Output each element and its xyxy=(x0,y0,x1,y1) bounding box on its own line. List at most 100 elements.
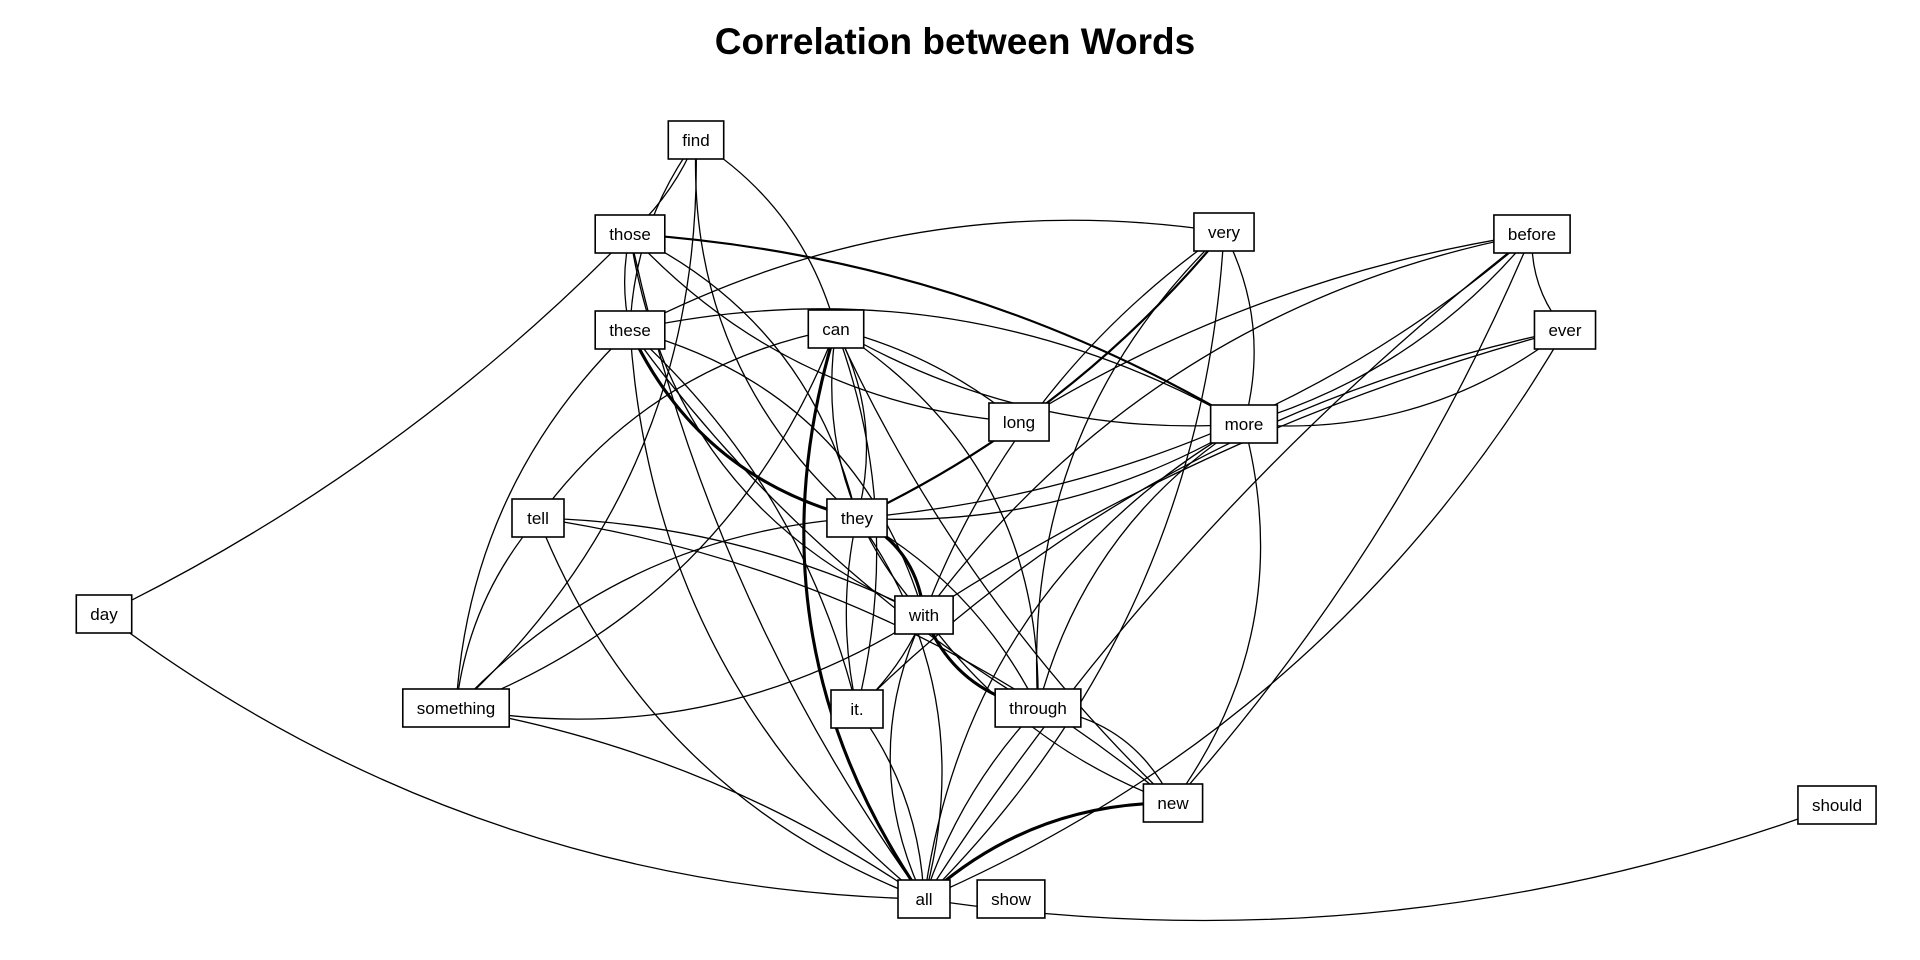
edge-before-they xyxy=(856,233,1533,519)
node-new: new xyxy=(1142,783,1204,823)
node-can: can xyxy=(807,309,865,349)
node-label-it: it. xyxy=(850,700,863,719)
edge-more-they xyxy=(856,423,1245,520)
node-label-find: find xyxy=(682,131,709,150)
edge-can-something xyxy=(455,328,837,709)
edge-these-more xyxy=(629,308,1245,425)
node-label-with: with xyxy=(908,606,939,625)
node-label-new: new xyxy=(1157,794,1189,813)
node-box-ever xyxy=(1533,310,1597,350)
edge-ever-all xyxy=(923,329,1566,900)
edge-those-all xyxy=(629,233,925,900)
edge-very-with xyxy=(923,231,1225,616)
edge-find-can xyxy=(695,139,837,330)
node-label-more: more xyxy=(1225,415,1264,434)
edge-more-through xyxy=(1037,423,1245,709)
node-box-very xyxy=(1193,212,1255,252)
edge-can-all xyxy=(802,328,926,900)
node-label-ever: ever xyxy=(1548,321,1581,340)
node-ever: ever xyxy=(1533,310,1597,350)
node-day: day xyxy=(75,594,133,634)
node-label-can: can xyxy=(822,320,849,339)
edge-those-long xyxy=(629,233,1020,423)
node-box-new xyxy=(1142,783,1204,823)
edge-with-new xyxy=(923,614,1174,804)
edge-those-with xyxy=(629,233,925,616)
edge-very-through xyxy=(1035,231,1225,709)
node-label-these: these xyxy=(609,321,651,340)
node-box-those xyxy=(594,214,666,254)
edge-can-they xyxy=(835,328,868,519)
node-it: it. xyxy=(830,689,884,729)
node-box-they xyxy=(826,498,888,538)
edge-before-new xyxy=(1172,233,1533,804)
edge-with-all xyxy=(889,614,925,900)
edge-more-all xyxy=(923,423,1245,900)
edge-before-with xyxy=(923,233,1533,616)
node-box-show xyxy=(976,879,1046,919)
node-these: these xyxy=(594,310,666,350)
node-box-it xyxy=(830,689,884,729)
node-box-tell xyxy=(511,498,565,538)
node-label-long: long xyxy=(1003,413,1035,432)
node-before: before xyxy=(1493,214,1571,254)
edge-day-all xyxy=(103,613,925,900)
node-label-before: before xyxy=(1508,225,1556,244)
node-layer: find those very before these can ever long more t… xyxy=(75,120,1877,919)
node-box-through xyxy=(994,688,1082,728)
node-very: very xyxy=(1193,212,1255,252)
node-label-show: show xyxy=(991,890,1031,909)
graph-title: Correlation between Words xyxy=(715,21,1195,62)
node-they: they xyxy=(826,498,888,538)
node-box-with xyxy=(894,595,954,635)
edge-ever-with xyxy=(923,329,1566,616)
edge-can-with xyxy=(831,328,925,616)
edge-very-they xyxy=(856,231,1225,519)
edge-these-through xyxy=(629,329,1039,709)
edge-something-all xyxy=(455,707,925,900)
node-box-can xyxy=(807,309,865,349)
node-label-all: all xyxy=(915,890,932,909)
node-label-they: they xyxy=(841,509,874,528)
edge-new-all xyxy=(922,801,1174,901)
node-box-these xyxy=(594,310,666,350)
edge-tell-with xyxy=(537,517,925,616)
node-label-day: day xyxy=(90,605,118,624)
edge-more-new xyxy=(1172,423,1262,804)
edge-can-through xyxy=(835,328,1039,709)
node-long: long xyxy=(988,402,1050,442)
edge-with-something xyxy=(455,614,925,720)
node-box-all xyxy=(897,879,951,919)
edge-these-very xyxy=(629,219,1225,331)
node-all: all xyxy=(897,879,951,919)
edge-it-all xyxy=(856,708,925,900)
node-box-something xyxy=(401,688,511,728)
edge-these-all xyxy=(629,329,925,900)
node-box-find xyxy=(667,120,725,160)
node-tell: tell xyxy=(511,498,565,538)
node-should: should xyxy=(1797,785,1877,825)
node-box-long xyxy=(988,402,1050,442)
edge-tell-new xyxy=(537,517,1174,804)
edge-before-more xyxy=(1243,233,1533,425)
edge-ever-it xyxy=(856,329,1566,710)
node-label-those: those xyxy=(609,225,651,244)
node-label-should: should xyxy=(1812,796,1862,815)
edge-before-all xyxy=(923,233,1533,900)
edge-before-long xyxy=(1018,233,1533,423)
edge-find-they xyxy=(694,139,858,519)
node-more: more xyxy=(1209,404,1279,444)
edge-those-day xyxy=(103,233,631,615)
node-those: those xyxy=(594,214,666,254)
edge-they-it xyxy=(845,517,858,710)
edge-should-all xyxy=(923,804,1838,922)
node-box-more xyxy=(1209,404,1279,444)
edge-tell-something xyxy=(455,517,539,709)
node-box-should xyxy=(1797,785,1877,825)
edge-these-something xyxy=(455,329,631,709)
node-box-before xyxy=(1493,214,1571,254)
edge-tell-all xyxy=(537,517,925,900)
edge-find-something xyxy=(455,139,697,709)
edge-they-all xyxy=(856,517,943,900)
edge-can-tell xyxy=(537,328,837,519)
